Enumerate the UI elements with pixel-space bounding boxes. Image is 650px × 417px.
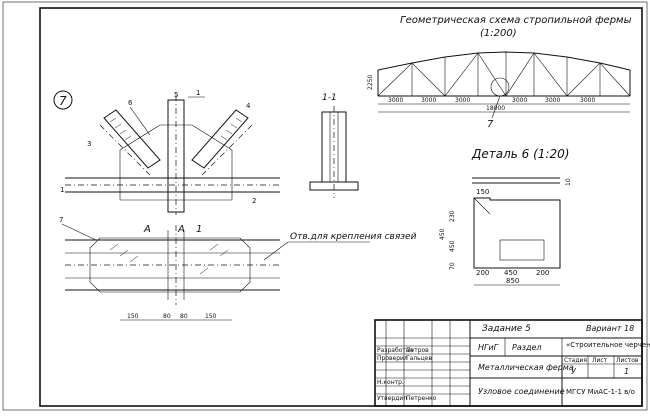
node-label: 6 xyxy=(128,99,133,107)
stamp-ngn: НГиГ xyxy=(478,343,499,352)
scheme-dim: 3000 xyxy=(512,97,527,104)
stamp-variant: Вариант 18 xyxy=(586,324,634,333)
node-dim: 80 xyxy=(180,313,188,320)
stamp-role: Разработал xyxy=(377,347,414,354)
section-number: 1 xyxy=(196,224,202,235)
scheme-dim: 3000 xyxy=(545,97,560,104)
stamp-sheet-head: Лист xyxy=(592,357,608,364)
stamp-role: Проверил xyxy=(377,355,408,362)
node-drawing: 7 6 5 1 4 3 2 1 xyxy=(53,89,417,321)
stamp-section-value: «Строительное черчение» xyxy=(566,341,650,349)
detail-title: Деталь 6 (1:20) xyxy=(471,147,569,161)
section-title: 1-1 xyxy=(322,93,337,103)
scheme-dim: 3000 xyxy=(388,97,403,104)
node-label: 3 xyxy=(87,140,91,148)
node-label: 2 xyxy=(252,197,256,205)
stamp-org: МГСУ МиАС-1-1 в/о xyxy=(566,388,635,396)
node-number-circle xyxy=(53,90,73,110)
detail-dim: 150 xyxy=(476,188,489,196)
stamp-section: Раздел xyxy=(512,343,542,352)
node-label: 5 xyxy=(174,91,178,99)
scheme-node-mark: 7 xyxy=(487,119,494,130)
scheme-dim: 3000 xyxy=(580,97,595,104)
stamp-role: Утвердил xyxy=(377,395,407,402)
scheme-scale: (1:200) xyxy=(480,28,517,39)
holes-note: Отв.для крепления связей xyxy=(290,232,417,242)
node-label: 7 xyxy=(59,216,63,224)
node-dim: 150 xyxy=(205,313,217,320)
detail-dim: 200 xyxy=(536,269,549,277)
node-label: 4 xyxy=(246,102,251,110)
node-label: 1 xyxy=(196,89,200,97)
stamp-role: Н.контр. xyxy=(377,379,404,386)
section-1-1: 1-1 xyxy=(309,93,359,198)
stamp-name: Петренко xyxy=(406,395,437,402)
detail-dim: 230 xyxy=(449,210,456,222)
node-dim: 150 xyxy=(127,313,139,320)
stamp-stage: У xyxy=(571,367,577,376)
stamp-stage-head: Стадия xyxy=(564,357,587,364)
stamp-sheets-head: Листов xyxy=(616,357,639,364)
node-number: 7 xyxy=(59,94,67,108)
scheme-span: 18000 xyxy=(486,105,505,112)
scheme-dim: 3000 xyxy=(421,97,436,104)
scheme-dim: 3000 xyxy=(455,97,470,104)
section-a-left: A xyxy=(143,224,151,235)
node-label: 1 xyxy=(60,186,64,194)
truss-scheme: Геометрическая схема стропильной фермы (… xyxy=(367,15,632,130)
detail-dim: 850 xyxy=(506,277,519,285)
title-block: Разработал Проверил Н.контр. Утвердил Пе… xyxy=(374,319,650,407)
detail-6: Деталь 6 (1:20) 150 230 450 450 70 200 4… xyxy=(439,147,572,286)
section-a-right: A xyxy=(177,224,185,235)
stamp-task: Задание 5 xyxy=(482,324,531,334)
sheet-border xyxy=(2,1,648,411)
stamp-name: Петров xyxy=(406,347,429,354)
detail-dim: 450 xyxy=(449,240,456,252)
stamp-title2: Узловое соединение xyxy=(478,387,565,396)
stamp-sheets: 1 xyxy=(624,367,629,376)
detail-dim: 70 xyxy=(449,262,456,270)
scheme-height: 2250 xyxy=(367,75,374,90)
detail-dim: 10 xyxy=(565,178,572,186)
detail-dim: 450 xyxy=(504,269,517,277)
node-dim: 80 xyxy=(163,313,171,320)
stamp-name: Гальцев xyxy=(406,355,432,362)
detail-dim: 200 xyxy=(476,269,489,277)
drawing-frame xyxy=(39,7,643,407)
scheme-title: Геометрическая схема стропильной фермы xyxy=(400,15,632,26)
detail-dim: 450 xyxy=(439,228,446,240)
stamp-title1: Металлическая ферма xyxy=(478,363,574,372)
